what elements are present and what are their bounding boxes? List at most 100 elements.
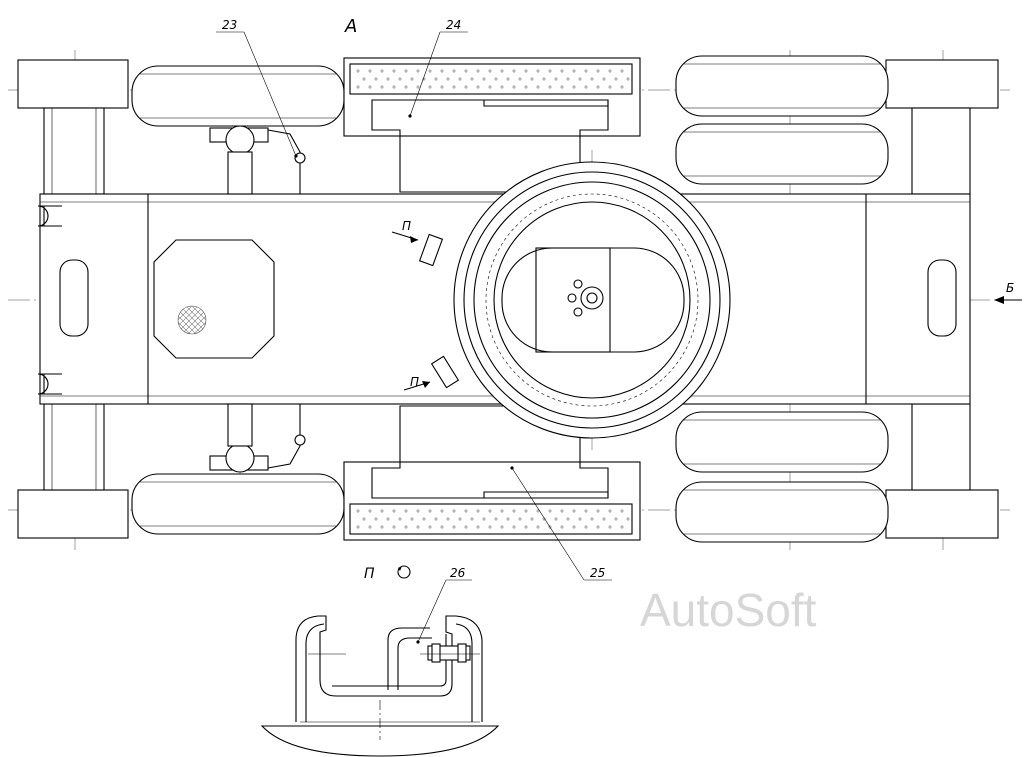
plate-cross-mark (356, 85, 360, 89)
right-wheels (675, 55, 999, 543)
plate-cross-mark (608, 509, 612, 513)
plate-cross-mark (392, 85, 396, 89)
plate-cross-mark (572, 69, 576, 73)
plate-cross-mark (530, 77, 534, 81)
watermark: AutoSoft (640, 584, 817, 636)
plate-cross-mark (482, 77, 486, 81)
plate-cross-mark (452, 69, 456, 73)
plate-cross-mark (572, 85, 576, 89)
plate-cross-mark (500, 85, 504, 89)
callout-23-number: 23 (222, 18, 237, 32)
callout-25-number: 25 (590, 566, 605, 580)
plate-cross-mark (374, 517, 378, 521)
plate-cross-mark (452, 509, 456, 513)
arrow-b-label: Б (1006, 281, 1014, 295)
plate-cross-mark (422, 517, 426, 521)
plate-cross-mark (548, 69, 552, 73)
plate-cross-mark (512, 509, 516, 513)
plate-cross-mark (404, 525, 408, 529)
plate-cross-mark (536, 69, 540, 73)
plate-cross-mark (386, 517, 390, 521)
plate-cross-mark (476, 85, 480, 89)
detail-view (260, 615, 500, 757)
plate-cross-mark (380, 69, 384, 73)
plate-cross-mark (614, 77, 618, 81)
callout-23: 23 (216, 18, 298, 158)
plate-cross-mark (392, 525, 396, 529)
plate-cross-mark (620, 525, 624, 529)
plate-cross-mark (470, 77, 474, 81)
tow-hook-top (37, 205, 62, 227)
view-marker-lower: П (403, 355, 460, 391)
plate-cross-mark (620, 85, 624, 89)
turntable (453, 161, 731, 439)
plate-cross-mark (410, 77, 414, 81)
right-slot (927, 259, 957, 337)
plate-cross-mark (506, 77, 510, 81)
plate-cross-mark (458, 77, 462, 81)
view-a-label: А (344, 16, 357, 37)
plate-cross-mark (560, 69, 564, 73)
plate-cross-mark (608, 85, 612, 89)
plate-cross-mark (392, 69, 396, 73)
plate-cross-mark (626, 77, 630, 81)
view-marker-upper-label: П (402, 219, 411, 233)
plate-cross-mark (536, 85, 540, 89)
plate-cross-mark (572, 509, 576, 513)
plate-cross-mark (374, 77, 378, 81)
plate-cross-mark (488, 509, 492, 513)
plate-cross-mark (446, 517, 450, 521)
plate-cross-mark (620, 69, 624, 73)
steering-link-top (209, 125, 306, 195)
plate-cross-mark (440, 85, 444, 89)
plate-cross-mark (488, 69, 492, 73)
plate-cross-mark (398, 517, 402, 521)
plate-cross-mark (362, 517, 366, 521)
plate-cross-mark (368, 69, 372, 73)
plate-cross-mark (434, 77, 438, 81)
plate-cross-mark (602, 77, 606, 81)
plate-cross-mark (368, 85, 372, 89)
plate-cross-mark (500, 509, 504, 513)
plate-cross-mark (596, 85, 600, 89)
plate-cross-mark (404, 509, 408, 513)
plate-cross-mark (416, 69, 420, 73)
plate-cross-mark (398, 77, 402, 81)
plate-cross-mark (368, 509, 372, 513)
plate-cross-mark (590, 517, 594, 521)
plate-cross-mark (368, 525, 372, 529)
plate-cross-mark (614, 517, 618, 521)
plate-cross-mark (386, 77, 390, 81)
plate-cross-mark (578, 517, 582, 521)
plate-cross-mark (356, 69, 360, 73)
callout-26-number: 26 (450, 566, 466, 580)
plate-cross-mark (548, 509, 552, 513)
plate-cross-mark (440, 509, 444, 513)
plate-cross-mark (584, 69, 588, 73)
plate-cross-mark (590, 77, 594, 81)
plate-cross-mark (446, 77, 450, 81)
plate-cross-mark (524, 509, 528, 513)
plate-cross-mark (440, 69, 444, 73)
plate-cross-mark (428, 69, 432, 73)
plate-cross-mark (452, 85, 456, 89)
callout-24-number: 24 (446, 18, 461, 32)
plate-cross-mark (434, 517, 438, 521)
plate-cross-mark (620, 509, 624, 513)
plate-cross-mark (428, 509, 432, 513)
plate-cross-mark (428, 85, 432, 89)
plate-cross-mark (524, 85, 528, 89)
plate-cross-mark (476, 509, 480, 513)
left-slot (59, 259, 89, 337)
plate-cross-mark (536, 525, 540, 529)
plate-cross-mark (596, 509, 600, 513)
plate-cross-mark (482, 517, 486, 521)
plate-cross-mark (602, 517, 606, 521)
plate-cross-mark (470, 517, 474, 521)
plate-cross-mark (608, 525, 612, 529)
plate-cross-mark (500, 525, 504, 529)
plate-cross-mark (410, 517, 414, 521)
plate-cross-mark (524, 69, 528, 73)
step-plate-bottom (349, 503, 633, 535)
plate-cross-mark (476, 69, 480, 73)
